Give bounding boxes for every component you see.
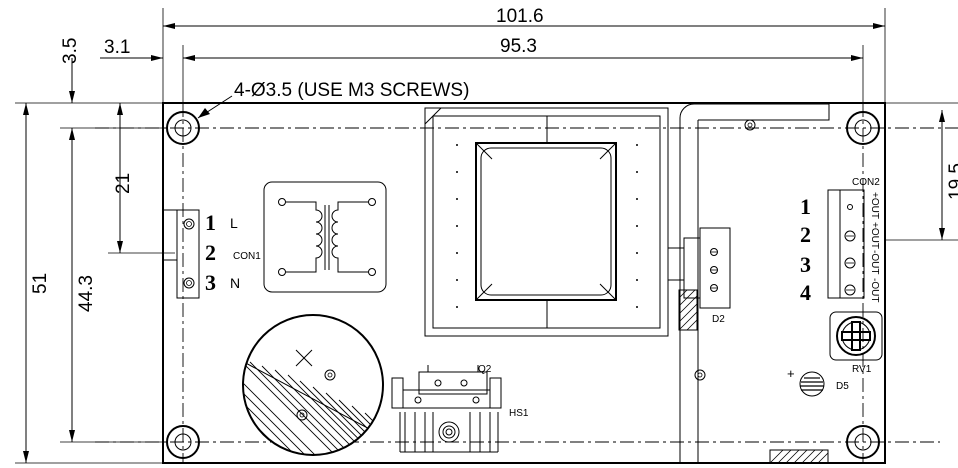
con1-label-l: L <box>230 215 238 231</box>
con1-pin-2: 2 <box>205 240 216 265</box>
center-lines <box>95 103 958 463</box>
mounting-hole-bottom-right <box>846 425 880 459</box>
con2-ref: CON2 <box>852 177 880 188</box>
dim-hole-spacing-x: 95.3 <box>182 36 864 103</box>
hole-spec-label: 4-Ø3.5 (USE M3 SCREWS) <box>234 80 469 101</box>
dim-con2-offset: 19.5 <box>939 110 958 240</box>
d5-plus: + <box>787 366 795 381</box>
input-choke <box>263 181 387 293</box>
dim-offset-top-label: 3.5 <box>60 38 81 64</box>
con2-label-2: +OUT <box>869 222 880 249</box>
mounting-hole-bottom-left <box>166 425 200 459</box>
dim-overall-width-label: 101.6 <box>496 6 544 27</box>
d2-ref: D2 <box>712 314 725 325</box>
dim-offset-left-label: 3.1 <box>104 37 130 58</box>
hs1-ref: HS1 <box>509 408 529 419</box>
mounting-hole-top-left <box>166 111 200 145</box>
con2-terminal <box>827 189 865 299</box>
con2-pin-4: 4 <box>800 280 811 305</box>
con2-pin-3: 3 <box>800 252 811 277</box>
dim-hole-spacing-y-label: 44.3 <box>76 275 97 312</box>
heatsink-hs1 <box>391 365 502 453</box>
dim-hole-spacing-x-label: 95.3 <box>500 36 537 57</box>
dim-overall-height-label: 51 <box>30 273 51 294</box>
con1-ref: CON1 <box>233 251 261 262</box>
dim-overall-height: 51 <box>23 103 51 463</box>
dim-overall-width: 101.6 <box>162 6 886 103</box>
pcb-outline <box>162 102 886 464</box>
con1-label-n: N <box>230 275 240 291</box>
dim-offset-left: 3.1 <box>100 37 163 61</box>
con1-pin-1: 1 <box>205 210 216 235</box>
dim-hole-spacing-y: 44.3 <box>69 128 97 442</box>
led-d5 <box>799 371 825 397</box>
con2-label-1: +OUT <box>869 192 880 219</box>
mounting-hole-top-right <box>846 111 880 145</box>
dim-offset-top: 3.5 <box>60 38 81 103</box>
potentiometer-rv1 <box>829 311 883 361</box>
dim-con1-offset-label: 21 <box>113 173 134 194</box>
diode-d2 <box>667 227 731 309</box>
con2-label-3: -OUT <box>869 250 880 274</box>
output-section <box>678 103 830 464</box>
con2-pin-1: 1 <box>800 194 811 219</box>
d5-ref: D5 <box>836 381 849 392</box>
con2-label-4: -OUT <box>869 278 880 302</box>
rv1-ref: RV1 <box>852 364 872 375</box>
q2-ref: Q2 <box>478 364 492 375</box>
con1-pin-3: 3 <box>205 270 216 295</box>
bulk-capacitor <box>242 314 384 456</box>
con2-pin-2: 2 <box>800 222 811 247</box>
con1-terminal <box>162 209 200 299</box>
transformer <box>424 107 669 337</box>
dim-con1-offset: 21 <box>113 103 134 253</box>
hole-spec-callout: 4-Ø3.5 (USE M3 SCREWS) <box>197 80 469 119</box>
dim-con2-offset-label: 19.5 <box>946 163 958 200</box>
